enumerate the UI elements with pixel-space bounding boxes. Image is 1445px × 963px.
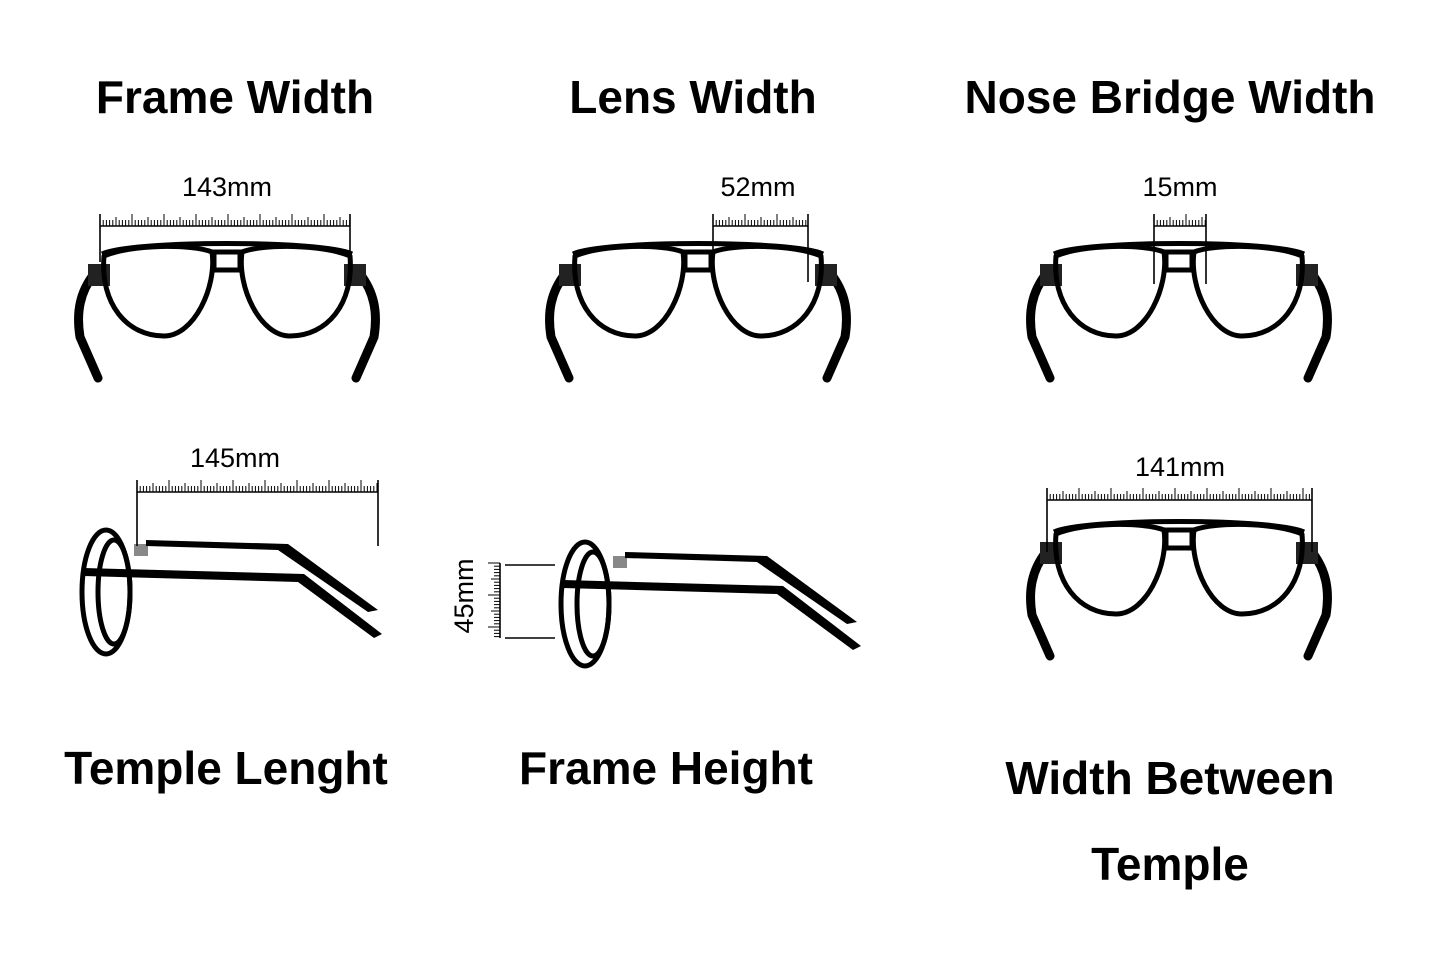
measurement-frame-height: 45mm [449, 558, 479, 633]
glasses-front-image [550, 244, 847, 379]
glasses-side-image [561, 542, 861, 666]
rulers [99, 214, 1313, 639]
title-lens-width: Lens Width [569, 71, 816, 123]
title-temple-length: Temple Lenght [64, 742, 388, 794]
measurement-nose-bridge-width: 15mm [1142, 172, 1217, 202]
title-frame-width: Frame Width [96, 71, 374, 123]
measurement-temple-length: 145mm [190, 443, 280, 473]
glasses-side-image [82, 530, 382, 654]
title-nose-bridge-width: Nose Bridge Width [964, 71, 1375, 123]
glasses-front-image [79, 244, 376, 379]
glasses-front-image [1031, 244, 1328, 379]
measurement-lens-width: 52mm [720, 172, 795, 202]
title-width-between-temple-line2: Temple [1091, 838, 1249, 890]
title-width-between-temple-line1: Width Between [1005, 752, 1334, 804]
glasses-front-image [1031, 522, 1328, 657]
title-frame-height: Frame Height [519, 742, 813, 794]
measurement-width-between-temple: 141mm [1135, 452, 1225, 482]
measurement-frame-width: 143mm [182, 172, 272, 202]
